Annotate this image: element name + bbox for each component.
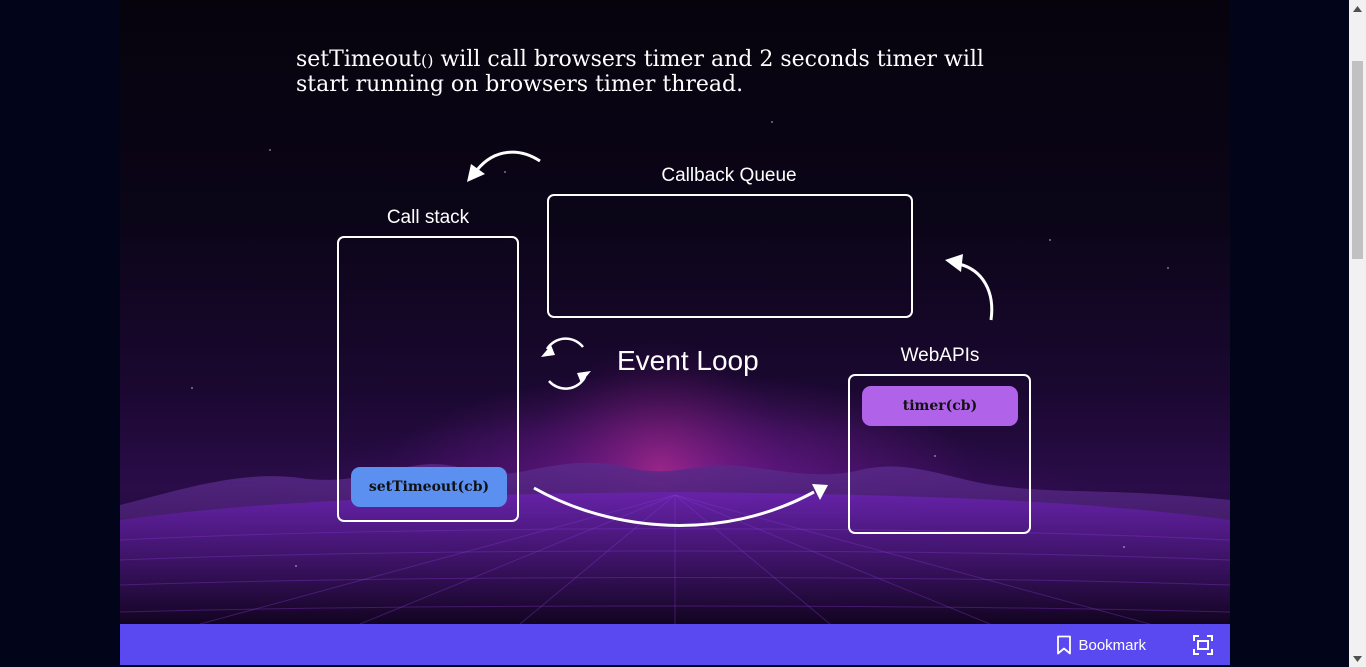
event-loop-label: Event Loop — [617, 345, 759, 376]
webapis-label: WebAPIs — [900, 345, 980, 366]
title-code-paren: () — [421, 51, 434, 70]
call-stack-item-settimeout: setTimeout(cb) — [351, 467, 507, 507]
scroll-up-button[interactable] — [1349, 0, 1366, 17]
title-code-name: setTimeout — [296, 47, 421, 72]
bookmark-icon — [1057, 635, 1072, 655]
callback-queue-label: Callback Queue — [661, 165, 797, 186]
event-loop-icon — [541, 337, 591, 390]
call-stack-box — [337, 236, 519, 522]
title-line1-rest: will call browsers timer and 2 seconds t… — [433, 47, 984, 72]
scroll-thumb[interactable] — [1352, 61, 1363, 259]
fullscreen-icon — [1193, 635, 1213, 655]
fullscreen-button[interactable] — [1192, 634, 1214, 656]
slide-toolbar: Bookmark — [120, 624, 1230, 665]
scroll-down-button[interactable] — [1349, 650, 1366, 667]
bookmark-button[interactable]: Bookmark — [1056, 634, 1146, 656]
bookmark-label: Bookmark — [1078, 636, 1146, 654]
title-line2: start running on browsers timer thread. — [296, 72, 744, 97]
webapi-item-timer: timer(cb) — [862, 386, 1018, 426]
curved-arrow-to-queue-icon — [945, 254, 994, 321]
webapis-box — [848, 374, 1031, 534]
call-stack-label: Call stack — [386, 207, 470, 228]
slide: setTimeout() will call browsers timer an… — [120, 0, 1230, 624]
callback-queue-box — [547, 194, 913, 318]
page-scrollbar[interactable] — [1349, 0, 1366, 667]
slide-title: setTimeout() will call browsers timer an… — [296, 48, 1056, 97]
scroll-down-icon — [1353, 655, 1362, 662]
curved-arrow-to-callstack-icon — [467, 150, 541, 182]
curved-arrow-to-webapis-icon — [533, 484, 828, 527]
scroll-up-icon — [1353, 5, 1362, 12]
